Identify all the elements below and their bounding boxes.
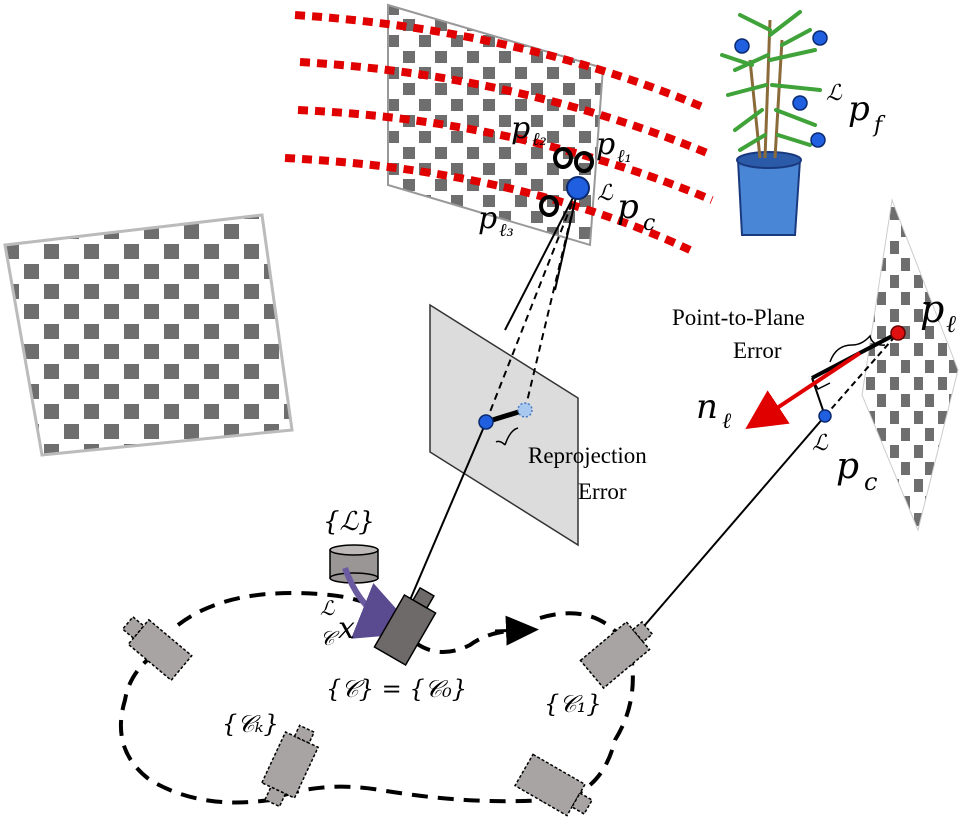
reprojection-label-line1: Reprojection <box>528 443 647 468</box>
svg-text:ℓ: ℓ <box>946 310 956 338</box>
svg-text:p: p <box>511 111 530 146</box>
feature-point-4 <box>810 132 826 148</box>
label-p-l1: p ℓ₁ <box>596 127 632 167</box>
feature-point-2 <box>812 30 828 46</box>
svg-text:c: c <box>864 468 877 496</box>
camera-icon <box>373 586 437 667</box>
svg-text:n: n <box>696 387 718 427</box>
svg-text:p: p <box>836 446 859 487</box>
image-plane <box>429 303 579 547</box>
c1-frame-label: {𝒞₁} <box>544 690 602 718</box>
normal-arrow <box>745 351 862 430</box>
label-p-l: p ℓ <box>920 287 956 338</box>
lidar-cylinder-icon <box>329 544 379 584</box>
svg-text:ℒ: ℒ <box>320 596 335 620</box>
svg-text:ℓ₃: ℓ₃ <box>499 220 514 241</box>
potted-plant-icon <box>720 10 828 236</box>
svg-text:x: x <box>338 611 355 646</box>
svg-text:p: p <box>920 287 944 331</box>
trajectory-arrow <box>494 615 539 646</box>
svg-text:c: c <box>643 211 655 236</box>
svg-text:ℒ: ℒ <box>812 431 829 456</box>
transform-label: ℒ 𝒞 x <box>320 596 355 650</box>
camera-frame-label: {𝒞} = {𝒞₀} <box>326 675 467 703</box>
svg-text:p: p <box>596 127 615 162</box>
camera-c1 <box>579 620 654 690</box>
lidar-points-top <box>539 147 594 217</box>
camera-trajectory <box>118 591 635 805</box>
svg-text:f: f <box>872 113 886 138</box>
camera-target-point <box>566 176 590 200</box>
measured-image-point <box>517 402 533 418</box>
ck-frame-label: {𝒞ₖ} <box>222 710 279 738</box>
point-to-plane-label-line1: Point-to-Plane <box>672 305 805 330</box>
svg-text:ℒ: ℒ <box>826 81 843 106</box>
lidar-scan-lines <box>284 11 714 254</box>
label-n-l: n ℓ <box>696 387 732 434</box>
svg-text:ℓ₁: ℓ₁ <box>617 146 632 167</box>
lidar-point <box>890 325 906 341</box>
label-L-pf: ℒ p f <box>826 81 886 138</box>
label-L-pc-right: ℒ p c <box>812 431 877 496</box>
feature-point-1 <box>734 38 750 54</box>
projected-point <box>478 414 494 430</box>
label-p-l3: p ℓ₃ <box>478 201 514 241</box>
svg-text:ℓ₂: ℓ₂ <box>532 129 547 150</box>
svg-text:p: p <box>848 89 870 129</box>
svg-text:ℓ: ℓ <box>722 409 732 434</box>
feature-point-3 <box>792 95 808 111</box>
svg-text:𝒞: 𝒞 <box>320 626 340 650</box>
reprojection-label-line2: Error <box>578 479 627 504</box>
transform-arrow <box>342 566 418 639</box>
camera-point <box>818 409 832 423</box>
left-checkerboard <box>3 213 294 457</box>
right-checkerboard <box>861 198 959 532</box>
label-L-pc-top: ℒ p c <box>597 181 655 236</box>
lidar-frame-label: {ℒ} <box>323 507 375 537</box>
reprojection-brace <box>495 427 519 446</box>
svg-text:p: p <box>617 187 639 227</box>
camera-ck <box>260 724 320 808</box>
svg-text:p: p <box>478 201 497 236</box>
svg-text:ℒ: ℒ <box>597 181 614 206</box>
point-to-plane-brace <box>829 334 886 363</box>
label-p-l2: p ℓ₂ <box>511 111 547 150</box>
point-to-plane-label-line2: Error <box>733 338 782 363</box>
projection-rays <box>409 187 579 601</box>
point-to-plane-geometry <box>644 325 906 626</box>
camera-left <box>121 615 193 682</box>
camera-bottom-right <box>513 753 594 817</box>
